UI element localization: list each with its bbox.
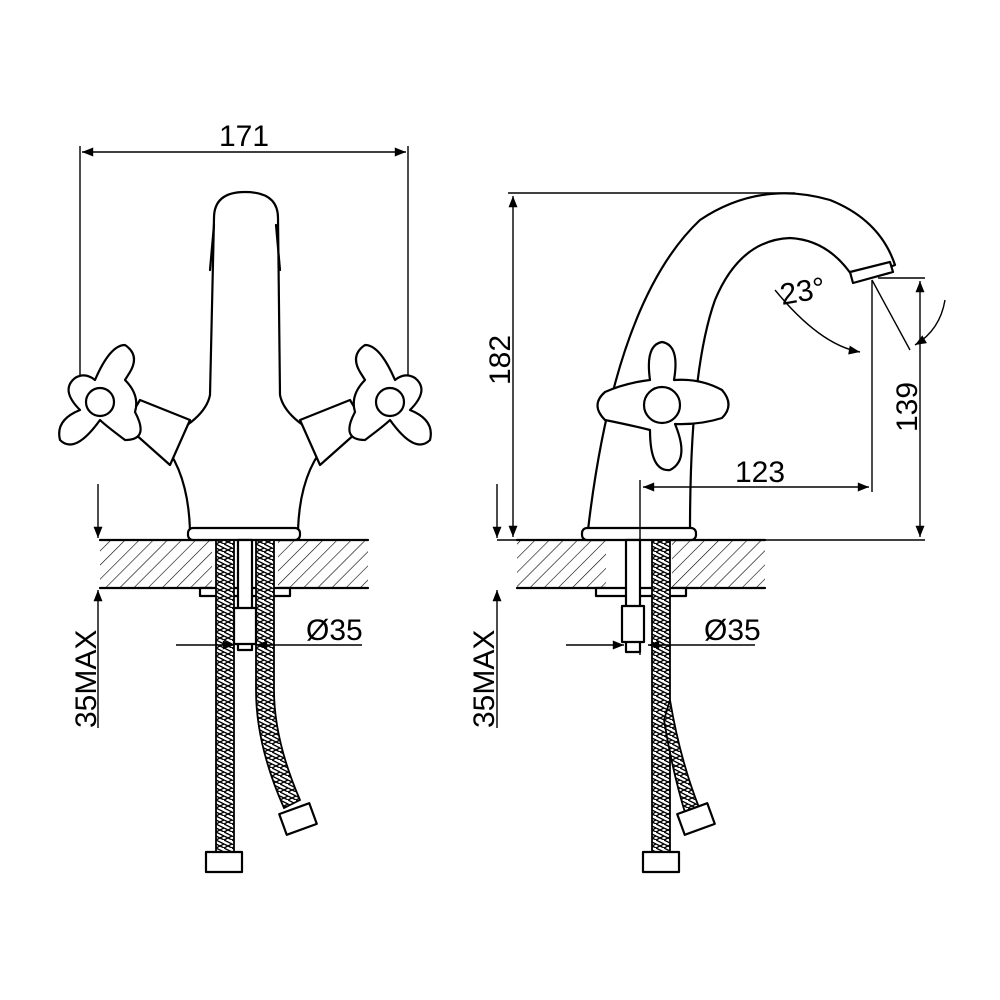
side-deck-thickness-label: 35MAX — [468, 630, 501, 728]
height-label: 182 — [484, 335, 517, 385]
front-view: 171 35MAX — [58, 120, 432, 874]
side-hole-diameter-label: Ø35 — [704, 614, 761, 647]
width-label: 171 — [219, 120, 269, 153]
right-handle-cross — [348, 343, 432, 446]
spray-angle-dimension: 23° — [774, 272, 946, 355]
spout-height-dimension: 139 — [878, 277, 925, 537]
width-dimension: 171 — [79, 120, 409, 385]
hole-diameter-dimension: Ø35 — [176, 614, 363, 650]
left-handle-cross — [58, 343, 142, 446]
side-hose-front — [651, 539, 671, 861]
right-hose — [255, 539, 302, 810]
height-dimension: 182 — [484, 196, 518, 537]
hole-diameter-label: Ø35 — [306, 614, 363, 647]
side-handle-cross — [596, 340, 730, 472]
left-hose — [215, 539, 235, 861]
deck-thickness-label: 35MAX — [70, 630, 103, 728]
spout-reach-dimension: 123 — [639, 280, 873, 655]
spout-reach-label: 123 — [735, 456, 785, 489]
side-hole-diameter-dimension: Ø35 — [566, 614, 761, 650]
side-view: 182 35MAX 23° — [468, 192, 946, 874]
spray-angle-label: 23° — [777, 272, 827, 312]
spout-height-label: 139 — [891, 382, 924, 432]
deck-thickness-dimension: 35MAX — [70, 484, 103, 728]
side-deck-thickness-dimension: 35MAX — [468, 484, 502, 728]
faucet-body — [158, 190, 332, 532]
